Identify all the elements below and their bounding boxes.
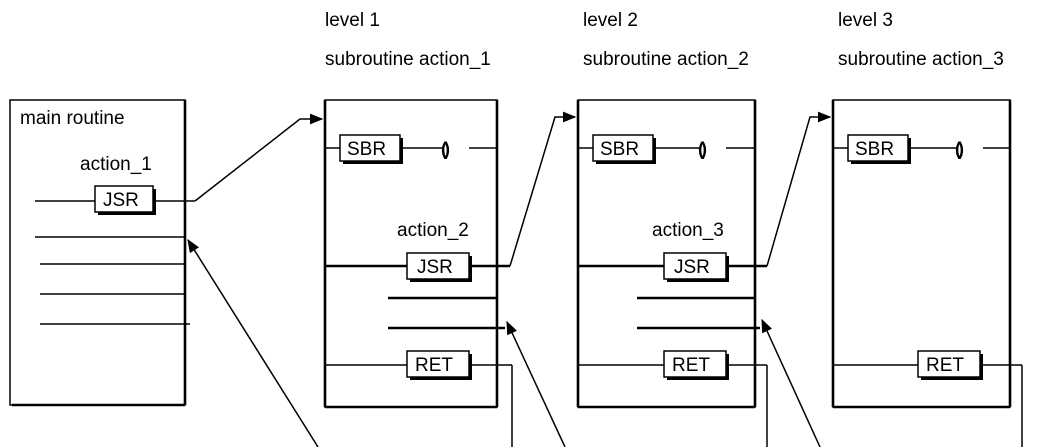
level-3-panel: SBR ( ) RET (831, 99, 1023, 447)
level-3-subroutine-label: subroutine action_3 (838, 49, 1004, 70)
level-2-ret-box (663, 350, 727, 378)
level-2-jsr-label: JSR (674, 257, 710, 278)
level-1-jsr-box (406, 252, 470, 280)
return-arrow-level-3-to-level-2 (761, 318, 821, 447)
level-1-coil: ( ) (441, 139, 450, 159)
level-2-panel: SBR ( ) action_3 JSR RET (576, 99, 768, 447)
level-2-sbr-label: SBR (600, 139, 639, 160)
level-1-jsr-label: JSR (417, 257, 453, 278)
level-2-ret-label: RET (672, 355, 710, 376)
level-2-header: level 2 subroutine action_2 (583, 10, 749, 70)
return-arrow-level-2-to-level-1 (506, 320, 566, 447)
main-routine-title: main routine (20, 108, 125, 129)
main-call-label: action_1 (80, 154, 152, 175)
main-jsr-label: JSR (103, 190, 139, 211)
level-3-header: level 3 subroutine action_3 (838, 10, 1004, 70)
level-1-sbr-label: SBR (347, 139, 386, 160)
level-3-ret-box (917, 350, 981, 378)
level-3-label: level 3 (838, 10, 893, 31)
level-1-ret-label: RET (415, 355, 453, 376)
level-1-subroutine-label: subroutine action_1 (325, 49, 491, 70)
level-3-sbr-box (847, 134, 909, 162)
level-2-coil: ( ) (698, 139, 707, 159)
level-2-sbr-box (592, 134, 654, 162)
level-1-label: level 1 (325, 10, 380, 31)
level-3-sbr-label: SBR (855, 139, 894, 160)
call-arrow-level-2-to-level-3 (766, 111, 832, 267)
level-2-jsr-box (663, 252, 727, 280)
return-arrow-level-1-to-main (187, 238, 319, 447)
level-1-panel: SBR ( ) action_2 JSR RET (323, 99, 513, 447)
call-arrow-level-1-to-level-2 (509, 111, 577, 267)
level-3-ret-label: RET (926, 355, 964, 376)
level-1-sbr-box (339, 134, 401, 162)
level-2-call-label: action_3 (652, 220, 724, 241)
call-arrow-main-to-level-1 (194, 113, 324, 202)
level-1-ret-box (406, 350, 470, 378)
level-3-coil: ( ) (955, 139, 964, 159)
main-routine-panel: main routine action_1 JSR (9, 99, 195, 407)
level-2-subroutine-label: subroutine action_2 (583, 49, 749, 70)
main-jsr-box (94, 185, 154, 213)
level-1-header: level 1 subroutine action_1 (325, 10, 491, 70)
level-1-call-label: action_2 (397, 220, 469, 241)
level-2-label: level 2 (583, 10, 638, 31)
